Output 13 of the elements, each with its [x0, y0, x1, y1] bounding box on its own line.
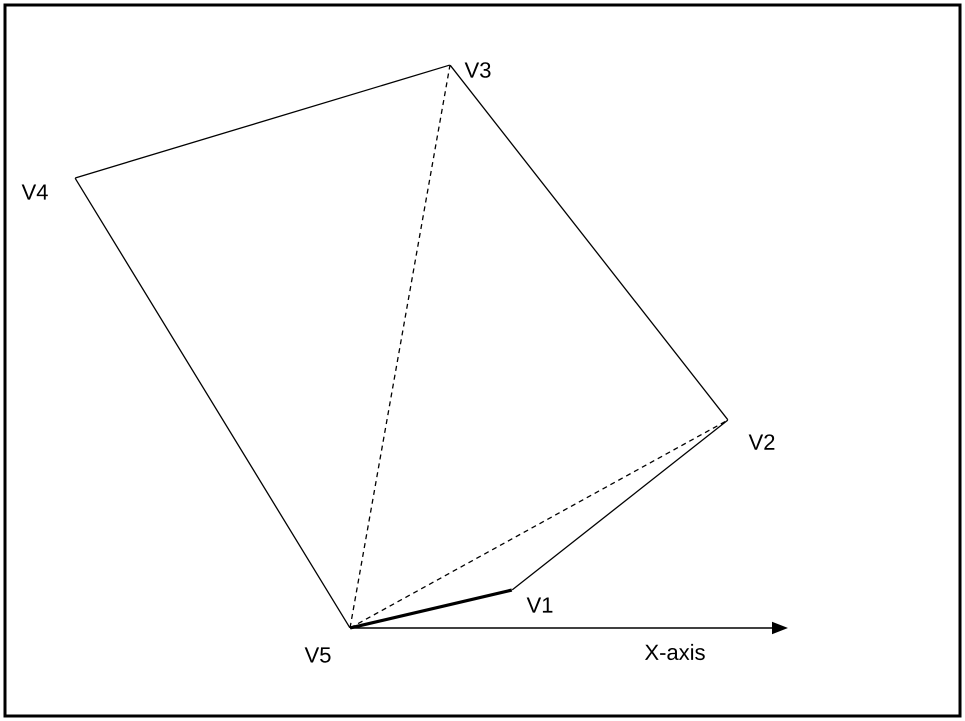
- thick-line: [350, 588, 512, 630]
- polygon-edge: [74, 178, 350, 628]
- dashed-line: [349, 65, 451, 628]
- vertex-label: V3: [464, 62, 490, 78]
- vertex-label: V5: [304, 647, 331, 663]
- polygon-edge: [512, 420, 728, 590]
- vertex-label: V2: [748, 434, 774, 450]
- dashed-line: [350, 420, 728, 628]
- axis-label: X-axis: [644, 644, 705, 660]
- polygon-edge: [75, 64, 450, 179]
- vertex-label: V1: [526, 597, 552, 613]
- polygon-edge: [450, 64, 728, 420]
- vertex-label: V4: [22, 184, 48, 200]
